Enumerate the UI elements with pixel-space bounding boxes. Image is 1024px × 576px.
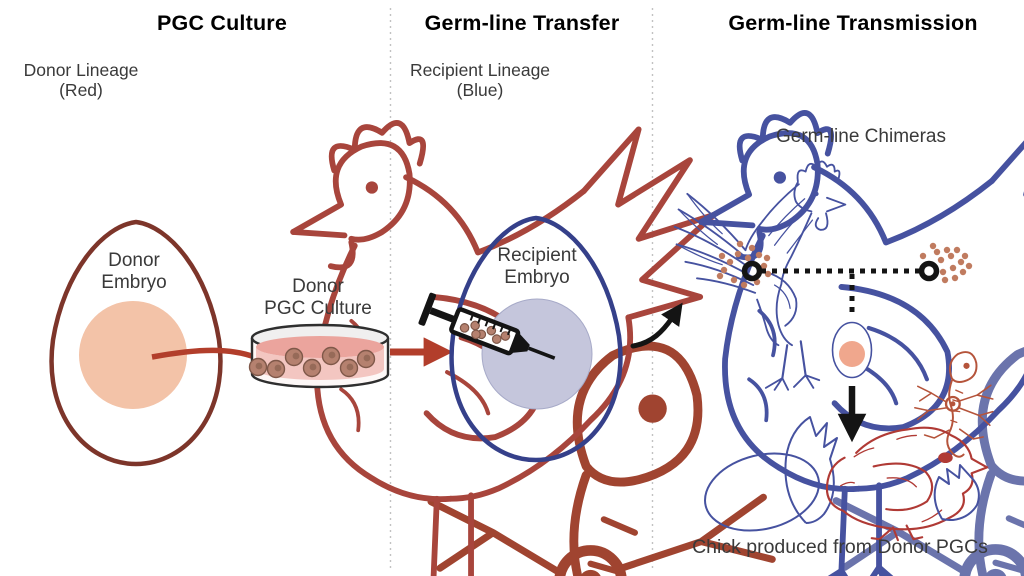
germ-line-transmission-header: Germ-line Transmission <box>728 11 978 35</box>
recipient-embryo-label: Recipient Embryo <box>497 245 577 289</box>
germ-line-transfer-header: Germ-line Transfer <box>424 11 620 35</box>
donor-egg-group <box>49 219 774 576</box>
recipient-egg-outline <box>449 215 623 463</box>
eggshell-fragment <box>933 464 980 521</box>
dish-pgc-cells <box>248 346 376 379</box>
hen-pgc-dot-cluster <box>919 242 973 284</box>
donor-lineage-label: Donor Lineage (Red) <box>23 60 139 101</box>
mating-cross-dotted-lines <box>761 268 920 316</box>
recipient-embryo-area <box>481 298 593 410</box>
donor-embryo-area <box>79 301 187 409</box>
syringe-pgc-cells <box>459 320 511 344</box>
whole-eggshell <box>704 452 820 532</box>
pgc-culture-header: PGC Culture <box>156 11 287 35</box>
germ-line-chimeras-label: Germ-line Chimeras <box>776 126 946 147</box>
eggshells-illustration <box>704 416 838 532</box>
chimera-rooster-illustration <box>673 160 847 391</box>
rooster-pgc-marker-circle <box>741 260 763 282</box>
egg-to-chimeras-arrow <box>630 302 683 349</box>
hen-pgc-marker-circle <box>918 260 940 282</box>
offspring-egg <box>831 321 994 458</box>
cracked-eggshell <box>784 416 838 524</box>
hatched-chick-illustration <box>825 426 989 542</box>
chick-produced-label: Chick produced from Donor PGCs <box>692 536 988 558</box>
syringe-icon <box>418 292 556 360</box>
donor-embryo-label: Donor Embryo <box>101 250 167 294</box>
recipient-lineage-label: Recipient Lineage (Blue) <box>409 60 551 101</box>
rooster-pgc-dot-cluster <box>716 240 772 289</box>
donor-pgc-culture-label: Donor PGC Culture <box>264 276 372 320</box>
donor-egg-outline <box>49 219 223 467</box>
pgc-culture-dish <box>248 323 390 389</box>
